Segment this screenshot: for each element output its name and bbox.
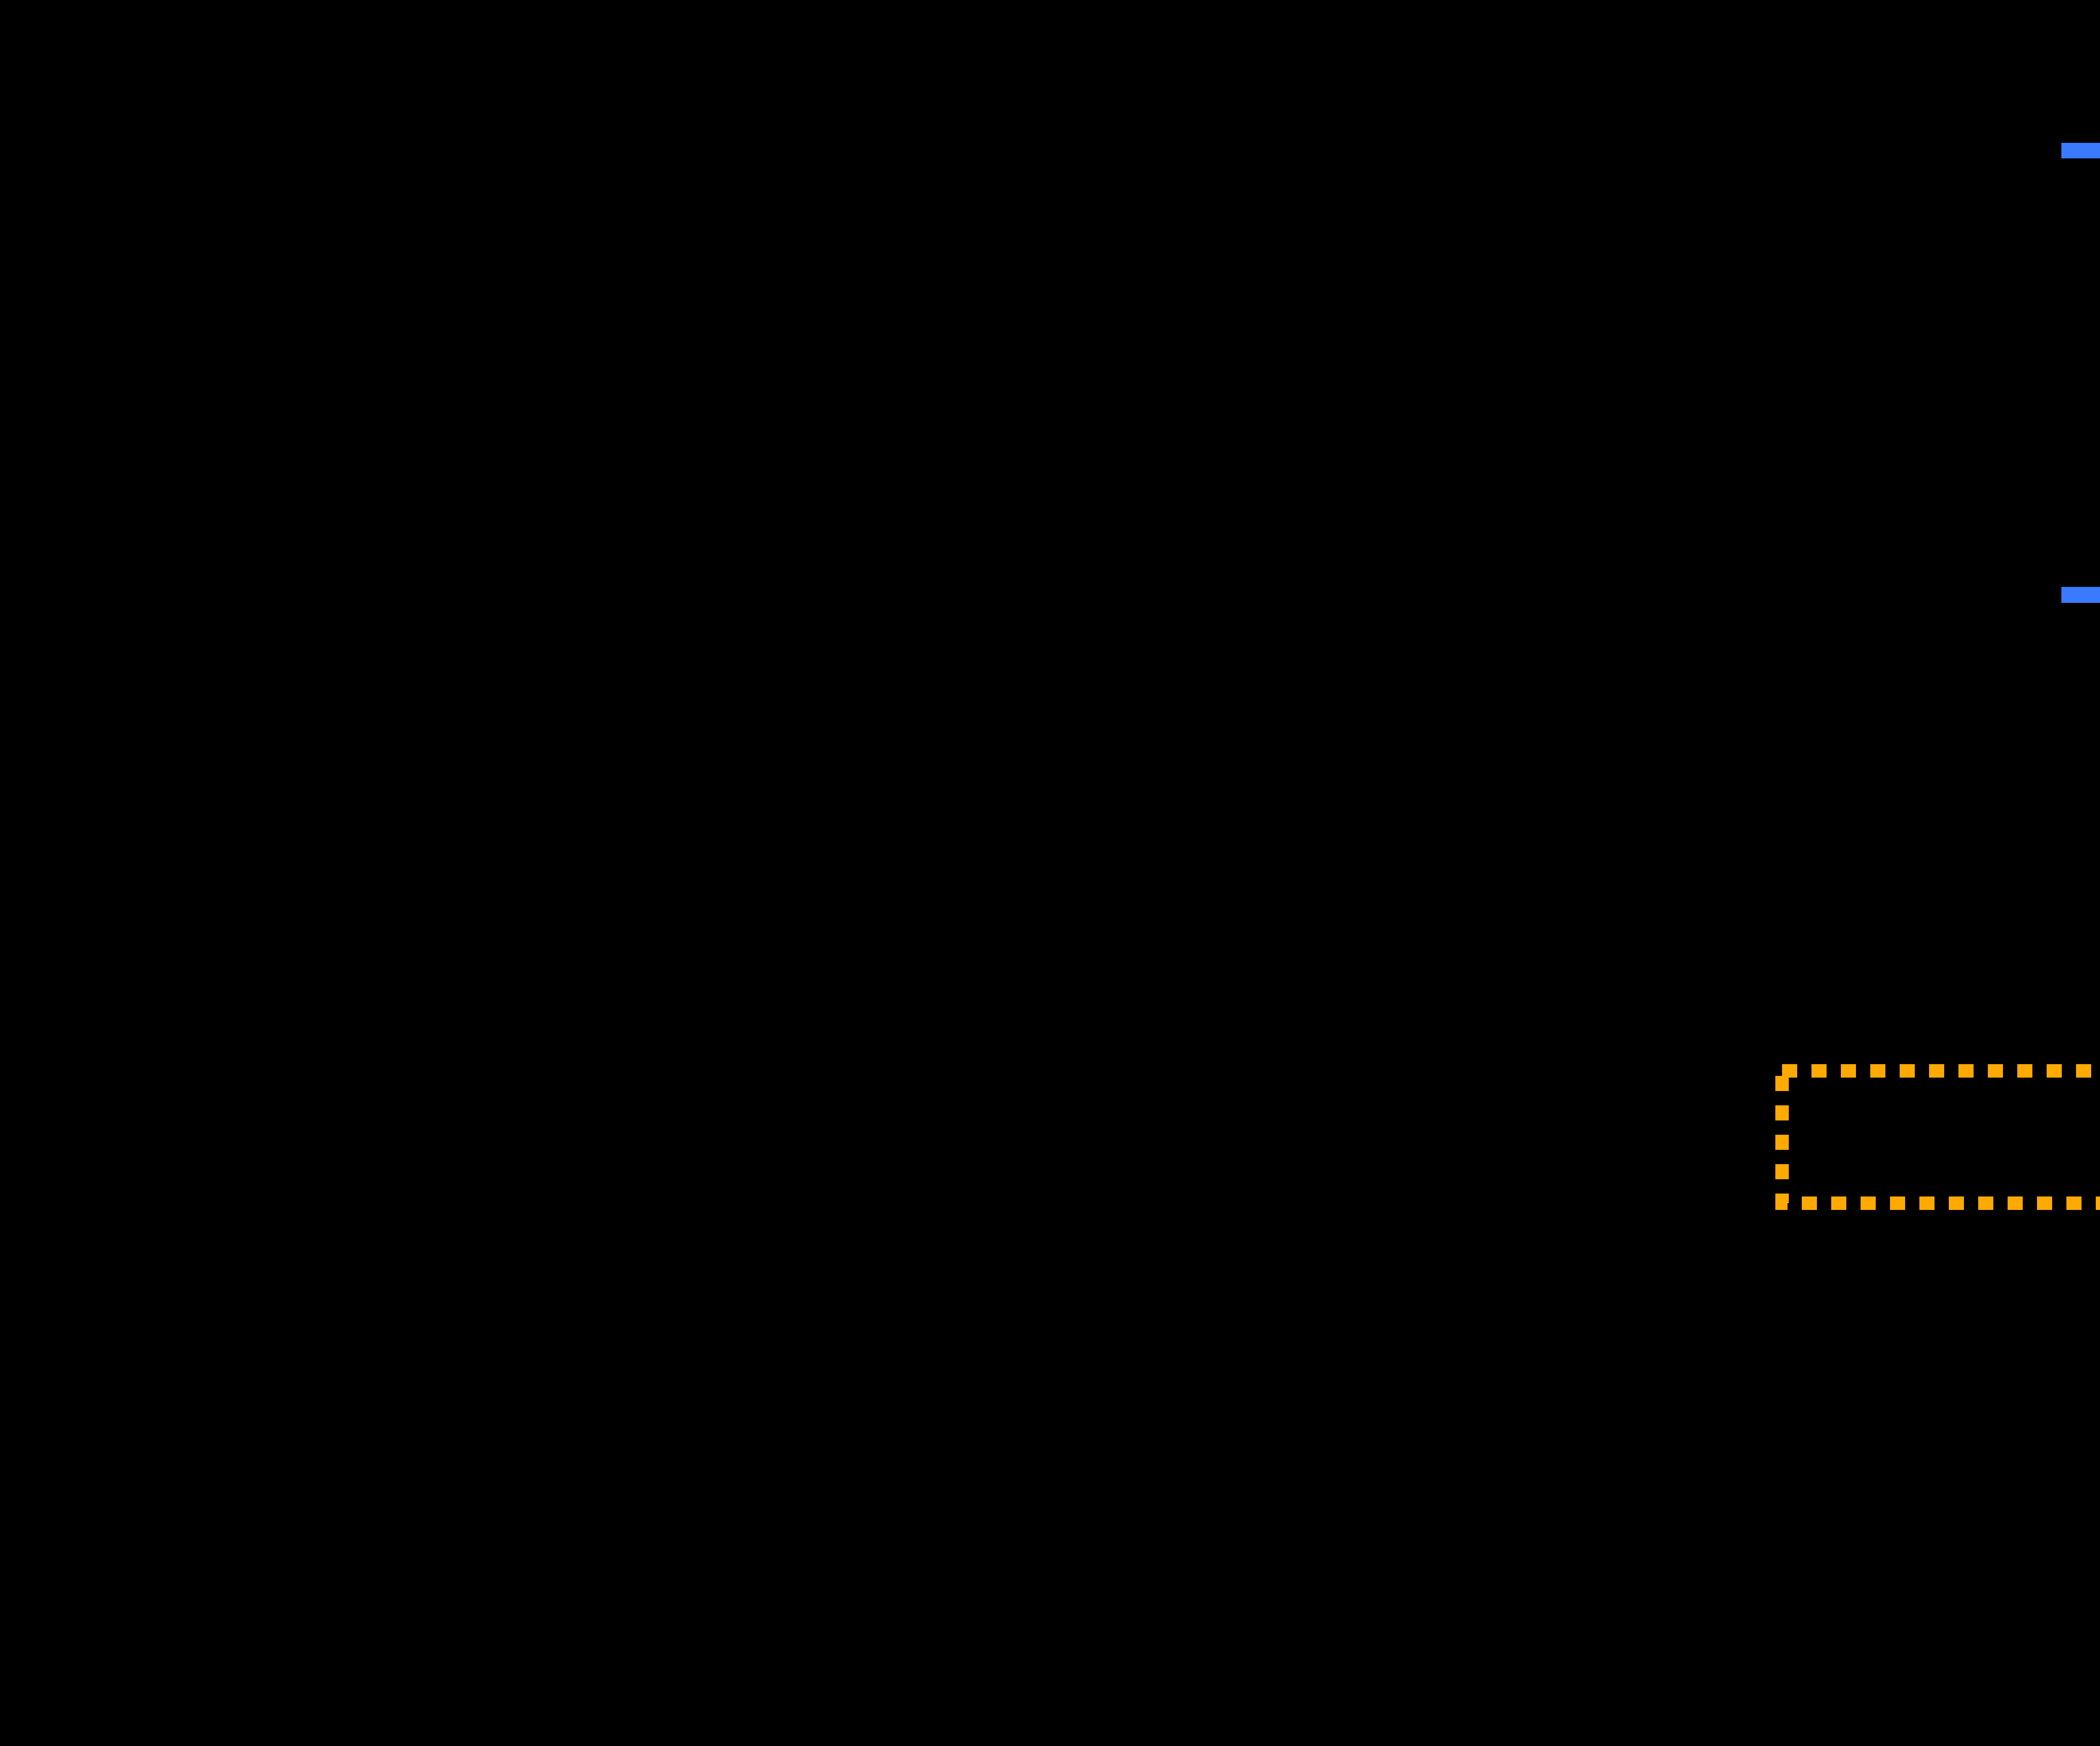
i-beam-shape[interactable] bbox=[2061, 143, 2100, 603]
selection-rectangle-shape[interactable] bbox=[1775, 1064, 2100, 1210]
i-beam-bottom-flange[interactable] bbox=[2061, 587, 2100, 603]
selection-rectangle-outline[interactable] bbox=[1775, 1064, 2100, 1210]
i-beam-top-flange[interactable] bbox=[2061, 143, 2100, 158]
